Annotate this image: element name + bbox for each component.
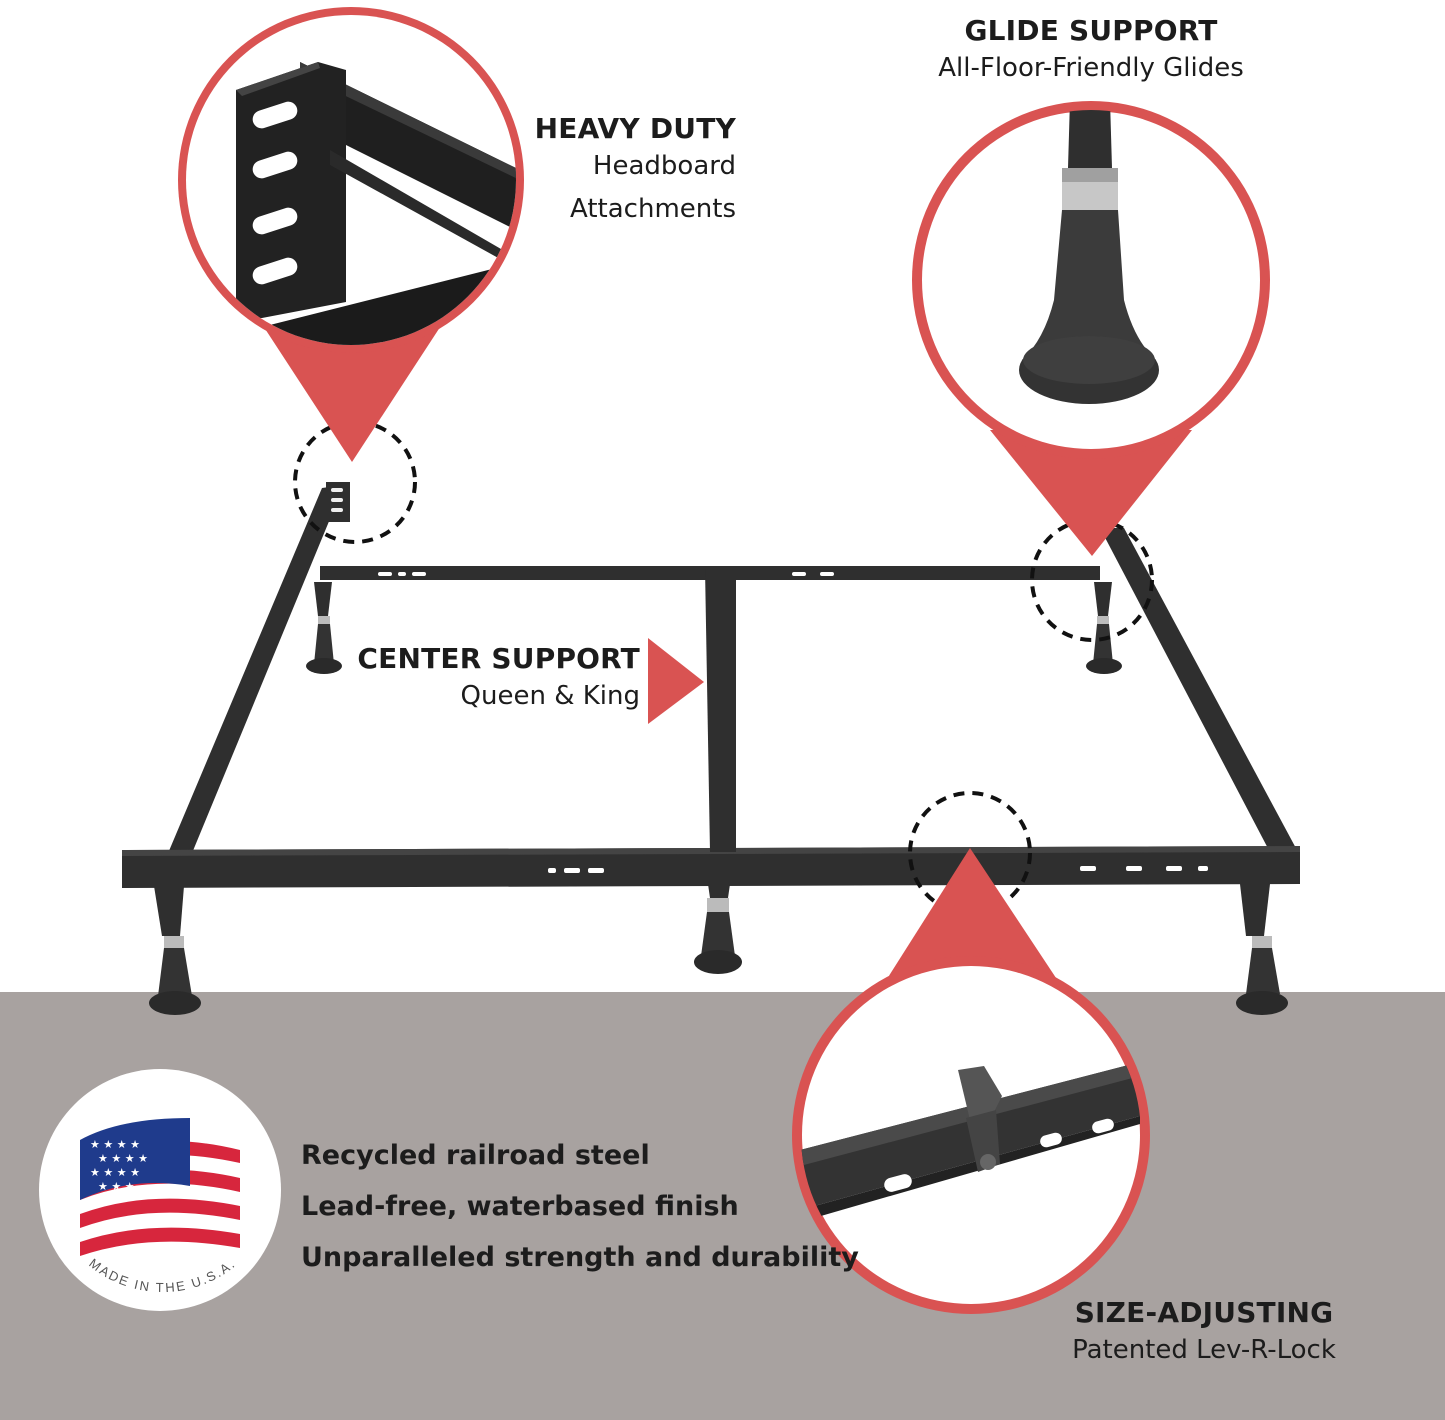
center-support-subtitle: Queen & King (460, 681, 640, 711)
heavy-duty-line1: Headboard (592, 151, 736, 181)
size-adjusting-subtitle: Patented Lev-R-Lock (1072, 1335, 1336, 1365)
headboard-callout (178, 7, 524, 462)
glide-callout (912, 101, 1270, 556)
made-in-usa-badge: ★ ★ ★ ★ ★ ★ ★ ★ ★ ★ ★ ★ ★ ★ ★ MADE IN TH… (39, 1069, 281, 1311)
svg-text:★ ★ ★: ★ ★ ★ (98, 1180, 135, 1193)
bed-frame (122, 482, 1300, 1015)
svg-text:★ ★ ★ ★: ★ ★ ★ ★ (98, 1152, 148, 1165)
zoom-markers (293, 420, 1154, 915)
heavy-duty-line2: Attachments (570, 194, 736, 224)
heavy-duty-label: HEAVY DUTY Headboard Attachments (535, 112, 736, 231)
glide-support-subtitle: All-Floor-Friendly Glides (938, 53, 1244, 83)
heavy-duty-title: HEAVY DUTY (534, 112, 736, 145)
center-support-arrow (648, 638, 704, 724)
svg-text:★ ★ ★ ★: ★ ★ ★ ★ (90, 1138, 140, 1151)
feature-item: Recycled railroad steel (301, 1140, 650, 1171)
feature-list: Recycled railroad steel Lead-free, water… (301, 1134, 859, 1287)
svg-text:★ ★ ★ ★: ★ ★ ★ ★ (90, 1166, 140, 1179)
size-adjusting-title: SIZE-ADJUSTING (1074, 1296, 1334, 1329)
center-support-label: CENTER SUPPORT Queen & King (357, 642, 640, 718)
usa-flag-icon: ★ ★ ★ ★ ★ ★ ★ ★ ★ ★ ★ ★ ★ ★ ★ (80, 1118, 240, 1262)
center-support-title: CENTER SUPPORT (357, 642, 640, 675)
glide-support-label: GLIDE SUPPORT All-Floor-Friendly Glides (891, 14, 1291, 90)
feature-item: Lead-free, waterbased finish (301, 1191, 739, 1222)
glide-support-title: GLIDE SUPPORT (964, 14, 1218, 47)
feature-item: Unparalleled strength and durability (301, 1242, 859, 1273)
glide-legs (149, 582, 1288, 1015)
size-adjusting-label: SIZE-ADJUSTING Patented Lev-R-Lock (1002, 1296, 1406, 1372)
lev-r-lock-callout (792, 848, 1150, 1314)
